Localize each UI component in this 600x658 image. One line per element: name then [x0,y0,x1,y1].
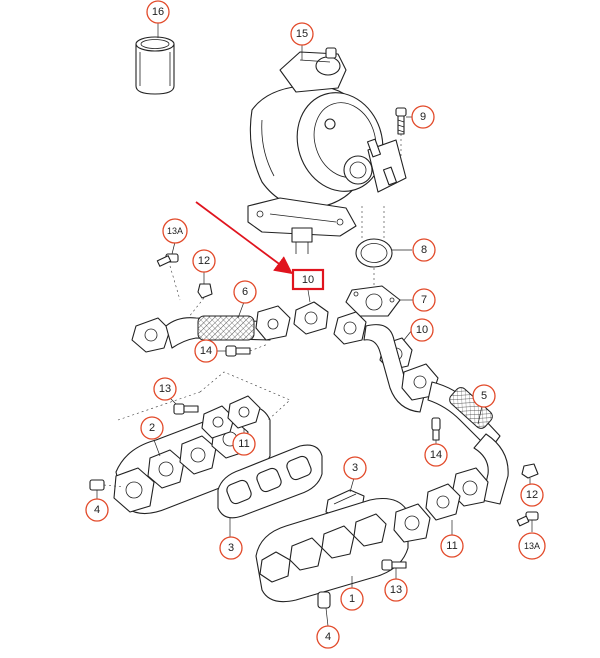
callout-label: 6 [242,286,248,298]
bolt-part-14-right [431,417,441,446]
callout-4-bottom: 4 [316,625,340,649]
callout-label: 13 [159,383,171,395]
callout-label: 2 [149,422,155,434]
gasket-part-10-highlighted [293,289,329,335]
callout-label: 5 [481,390,487,402]
bolt-part-13-left [169,397,199,415]
bolt-part-14-left [216,343,269,357]
bolt-part-13a-bottom [516,511,539,532]
callout-label: 3 [352,462,358,474]
callout-label: 11 [446,540,457,552]
callout-label: 12 [526,489,538,501]
intermediate-pipe [363,324,501,451]
pipe-part-5 [451,405,509,507]
callout-2: 2 [140,416,164,440]
flange-gasket-part-7 [345,285,414,317]
front-pipe-part-6 [131,301,291,353]
callout-6: 6 [233,280,257,304]
callout-label: 7 [421,294,427,306]
callout-8: 8 [412,238,436,262]
callout-label: 4 [94,504,100,516]
callout-9: 9 [411,105,435,129]
callout-12-right: 12 [520,483,544,507]
manifold-gasket-part-3-left [217,444,323,538]
gasket-part-11-bottom [425,483,461,536]
callout-13a-bottom: 13A [518,532,546,560]
stud-part-4-bottom [325,607,329,627]
exhaust-manifold-part-1 [255,497,431,609]
callout-10-right: 10 [410,318,434,342]
assembly-bracket-dashed [117,371,291,421]
callout-11-bottom: 11 [440,534,464,558]
callout-13-left: 13 [153,377,177,401]
callout-15: 15 [290,22,314,46]
callout-label: 11 [238,438,249,450]
callout-12-top: 12 [192,249,216,273]
nut-part-12-top [187,272,213,319]
nut-part-12-right [521,463,539,486]
highlight-arrow [195,201,293,275]
callout-label: 9 [420,111,426,123]
callout-11-top: 11 [232,432,256,456]
callout-4-left: 4 [85,498,109,522]
callout-1: 1 [340,587,364,611]
callout-label: 3 [228,542,234,554]
callout-label: 13A [524,541,540,551]
stud-part-4-left [89,479,125,500]
callout-5: 5 [472,384,496,408]
callout-label: 4 [325,631,331,643]
callout-13-bottom: 13 [384,578,408,602]
ring-gasket-part [355,206,412,286]
callout-7: 7 [412,288,436,312]
callout-label: 15 [296,28,308,40]
callout-label: 13 [390,584,402,596]
sleeve-part [135,23,175,95]
callout-label: 14 [430,449,442,461]
callout-label: 10 [416,324,428,336]
callout-label: 1 [349,593,355,605]
bolt-part-9 [395,107,412,160]
callout-label: 10 [302,274,314,286]
callout-16: 16 [146,0,170,24]
bolt-part-13-bottom [381,559,407,580]
turbocharger-part [247,45,407,254]
callout-label: 12 [198,255,210,267]
callout-3-left: 3 [219,536,243,560]
bolt-part-13a-top [156,241,181,301]
gasket-part-11-top [201,395,261,439]
callout-label: 8 [421,244,427,256]
callout-10-boxed: 10 [291,268,325,291]
callout-14-right: 14 [424,443,448,467]
callout-14-left: 14 [194,339,218,363]
callout-label: 16 [152,6,164,18]
callout-label: 14 [200,345,212,357]
callout-label: 13A [167,226,183,236]
callout-3-right: 3 [343,456,367,480]
callout-13a-top: 13A [162,218,188,244]
